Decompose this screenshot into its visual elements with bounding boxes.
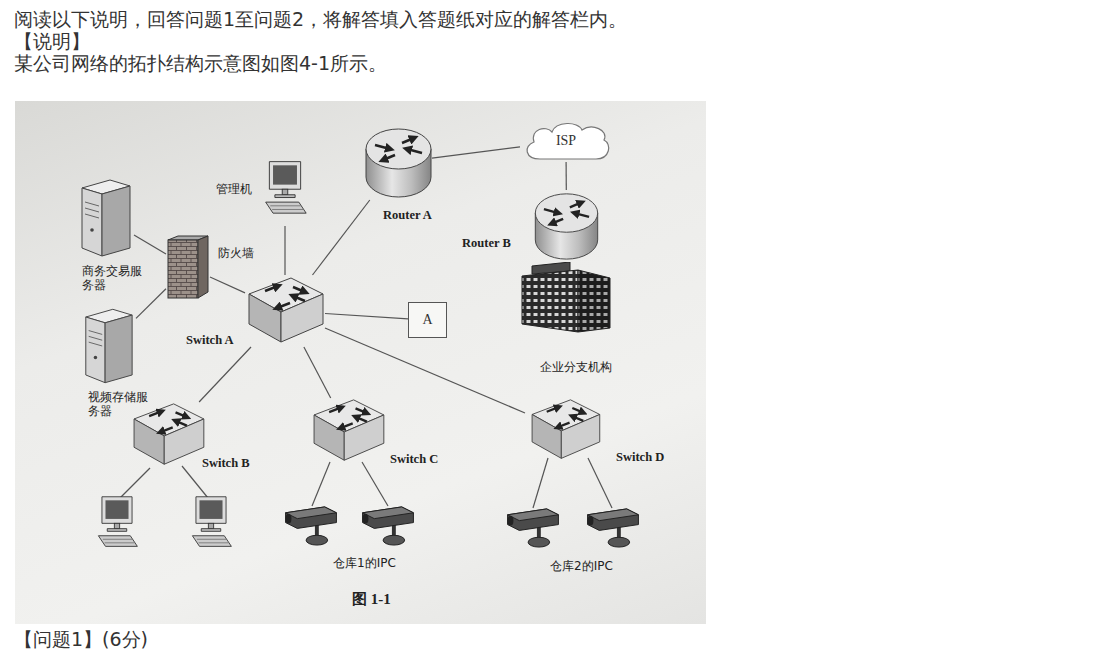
network-link	[432, 147, 520, 158]
server-icon	[86, 309, 132, 382]
intro-text: 阅读以下说明，回答问题1至问题2，将解答填入答题纸对应的解答栏内。	[14, 8, 627, 30]
computer-node: 管理机	[262, 158, 308, 226]
network-link	[210, 277, 245, 293]
server-node: 商务交易服务器	[76, 178, 134, 258]
router-node: Router B	[533, 190, 600, 262]
pc-icon	[98, 497, 137, 547]
server-node: 视频存储服务器	[80, 306, 136, 386]
device-label: Switch D	[616, 450, 664, 465]
device-label: 视频存储服务器	[88, 390, 150, 419]
switch-icon	[314, 400, 384, 460]
switch-icon	[532, 400, 600, 459]
pc-icon	[192, 497, 231, 547]
camera-icon	[363, 507, 414, 545]
building-node: 企业分支机构	[518, 262, 614, 334]
building-icon	[522, 262, 610, 332]
camera-icon	[286, 507, 337, 545]
node-text: A	[422, 312, 432, 328]
server-icon	[82, 180, 130, 256]
figure-caption: 图 1-1	[352, 590, 391, 609]
device-box: A	[408, 302, 447, 338]
router-node: Router A	[365, 125, 432, 200]
network-link	[565, 162, 566, 190]
switch-icon	[249, 278, 323, 342]
switch-node: Switch C	[310, 398, 386, 464]
network-link	[284, 226, 285, 275]
group-label: 仓库2的IPC	[550, 559, 613, 573]
computer-icon	[266, 162, 306, 214]
router-icon	[366, 129, 431, 197]
switch-node: Switch D	[525, 398, 605, 462]
device-label: 防火墙	[218, 246, 254, 260]
section-heading: 【说明】	[14, 30, 90, 52]
device-label: Switch C	[390, 452, 438, 467]
firewall-icon	[168, 236, 208, 298]
cloud-node: ISP	[520, 120, 612, 162]
device-label: 商务交易服务器	[82, 264, 144, 293]
firewall-node: 防火墙	[166, 234, 210, 300]
device-label: Switch A	[186, 333, 234, 348]
question-heading: 【问题1】(6分)	[14, 628, 148, 650]
network-link	[199, 347, 251, 402]
device-label: 管理机	[216, 182, 252, 196]
network-link	[136, 289, 166, 319]
network-link	[134, 235, 166, 254]
router-icon	[535, 194, 597, 259]
switch-node: Switch A	[245, 275, 325, 347]
network-link	[325, 314, 408, 319]
camera-icon	[508, 509, 559, 547]
device-label: Switch B	[202, 456, 250, 471]
network-link	[304, 347, 331, 398]
intro-text: 某公司网络的拓扑结构示意图如图4-1所示。	[14, 52, 387, 74]
device-wires	[120, 458, 612, 508]
network-link	[313, 200, 370, 275]
device-label: 企业分支机构	[540, 360, 612, 374]
switch-node: Switch B	[130, 402, 206, 468]
camera-icon	[588, 509, 639, 547]
cloud-icon	[527, 123, 609, 159]
switch-icon	[134, 404, 204, 464]
device-label: Router A	[383, 208, 432, 223]
node-text: ISP	[556, 133, 576, 149]
device-label: Router B	[462, 236, 511, 251]
group-label: 仓库1的IPC	[333, 556, 396, 570]
